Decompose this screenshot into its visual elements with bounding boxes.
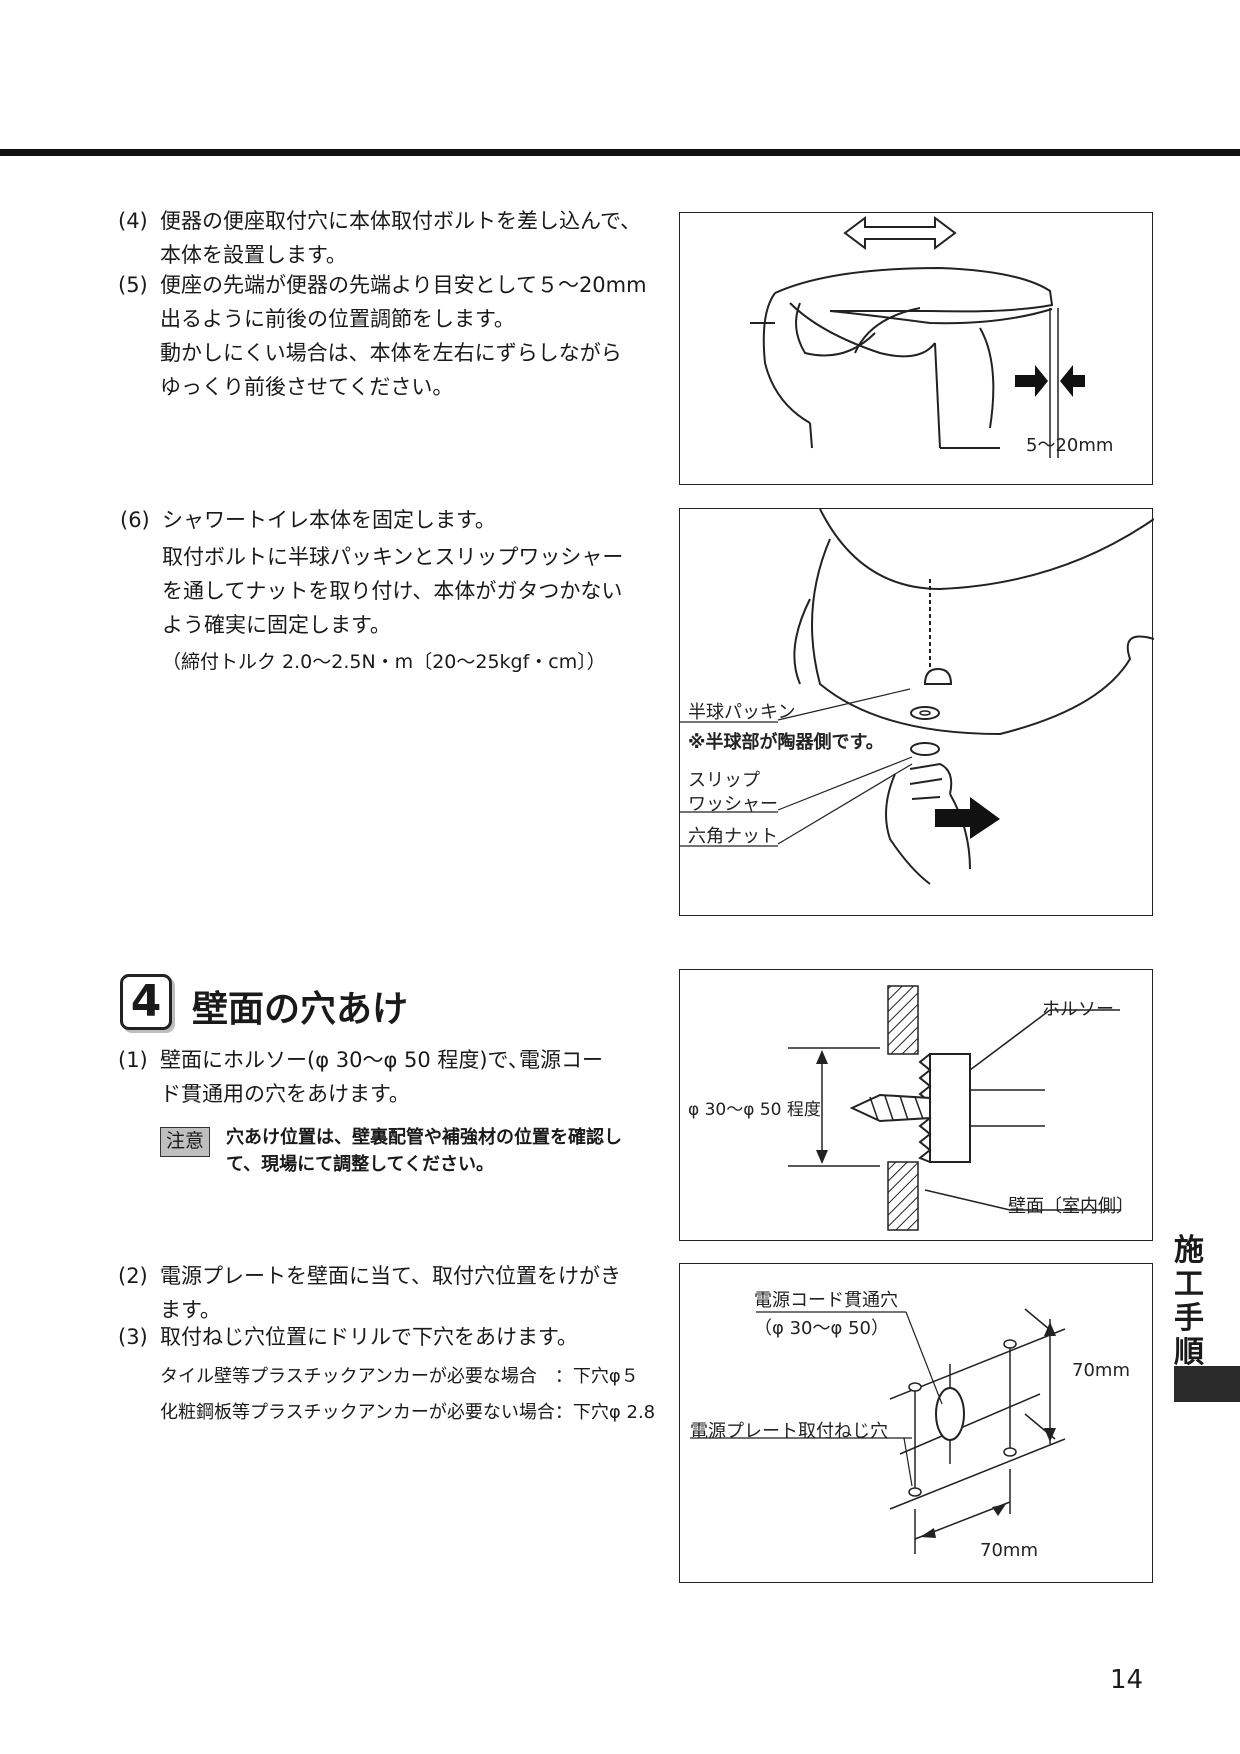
seat-adjust-illustration: [750, 216, 1085, 458]
packing-label: 半球パッキン: [688, 702, 796, 723]
screw-hole-label: 電源プレート取付ねじ穴: [690, 1421, 888, 1442]
washer-label-1: スリップ: [688, 770, 760, 791]
pilot-hole-tile: タイル壁等プラスチックアンカーが必要な場合 ：下穴φ５: [160, 1366, 639, 1387]
screw-hole: [908, 1487, 922, 1497]
cord-hole: [935, 1387, 965, 1441]
header-rule: [0, 149, 1240, 156]
pilot-hole-steel: 化粧鋼板等プラスチックアンカーが必要ない場合：下穴φ 2.8: [160, 1402, 656, 1423]
section-number: 4: [120, 974, 172, 1030]
figure-hole-saw: ホルソー φ 30～φ 50 程度 壁面〔室内側〕: [679, 969, 1153, 1241]
nut-label: 六角ナット: [688, 826, 778, 847]
figure-nut-fixing: 半球パッキン ※半球部が陶器側です。 スリップ ワッシャー 六角ナット: [679, 508, 1154, 916]
turn-arrow-icon: [935, 797, 1000, 839]
washer-label-2: ワッシャー: [688, 794, 778, 815]
caution-text: 穴あけ位置は、壁裏配管や補強材の位置を確認し て、現場にて調整してください。: [226, 1127, 622, 1175]
page-number: 14: [1110, 1665, 1144, 1695]
cord-hole-size: （φ 30～φ 50）: [754, 1318, 889, 1339]
step-2: (2)電源プレートを壁面に当て、取付穴位置をけがき ます。: [118, 1264, 621, 1322]
dimension-label: 5～20mm: [1026, 435, 1114, 456]
wall-upper: [887, 985, 919, 1055]
packing-shape: [923, 667, 953, 685]
wall-lower: [887, 1161, 919, 1231]
step-3: (3)取付ねじ穴位置にドリルで下穴をあけます。: [118, 1325, 578, 1349]
horizontal-dimension: 70mm: [980, 1540, 1038, 1561]
side-tab-marker: [1174, 1366, 1240, 1402]
torque-spec: （締付トルク 2.0～2.5N・m〔20～25kgf・cm〕）: [162, 651, 606, 673]
step-6: (6)シャワートイレ本体を固定します。: [120, 508, 496, 532]
wall-label: 壁面〔室内側〕: [1008, 1196, 1134, 1217]
holesaw-label: ホルソー: [1042, 999, 1114, 1020]
arrow-right-icon: [1015, 365, 1048, 397]
section-title: 壁面の穴あけ: [192, 989, 409, 1030]
caution-badge: 注意: [160, 1127, 210, 1157]
arrow-left-icon: [1060, 365, 1085, 397]
nut-fixing-illustration: [680, 509, 1154, 885]
hole-saw-body: [929, 1053, 971, 1163]
screw-hole: [1003, 1339, 1017, 1349]
step-4: (4)便器の便座取付穴に本体取付ボルトを差し込んで、 本体を設置します。: [118, 209, 642, 267]
packing-note: ※半球部が陶器側です。: [688, 732, 884, 753]
double-arrow-icon: [843, 216, 957, 250]
figure-seat-adjust: 5～20mm: [679, 212, 1153, 485]
nut-shape: [910, 742, 940, 756]
step-6-body: 取付ボルトに半球パッキンとスリップワッシャー を通してナットを取り付け、本体がガ…: [162, 545, 624, 637]
figure-plate-holes: 電源コード貫通穴 （φ 30～φ 50） 電源プレート取付ねじ穴 70mm 70…: [679, 1263, 1153, 1583]
screw-hole: [908, 1382, 922, 1392]
plate-holes-illustration: [690, 1308, 1066, 1554]
diameter-label: φ 30～φ 50 程度: [688, 1100, 821, 1120]
screw-hole: [1003, 1447, 1017, 1457]
cord-hole-label: 電源コード貫通穴: [754, 1290, 898, 1311]
hole-saw-illustration: [788, 985, 1120, 1231]
step-5: (5)便座の先端が便器の先端より目安として５～20mm 出るように前後の位置調節…: [118, 273, 647, 399]
side-tab: 施 工 手 順: [1174, 1233, 1204, 1370]
vertical-dimension: 70mm: [1072, 1360, 1130, 1381]
step-1: (1)壁面にホルソー(φ 30～φ 50 程度)で､電源コー ド貫通用の穴をあけ…: [118, 1048, 604, 1106]
